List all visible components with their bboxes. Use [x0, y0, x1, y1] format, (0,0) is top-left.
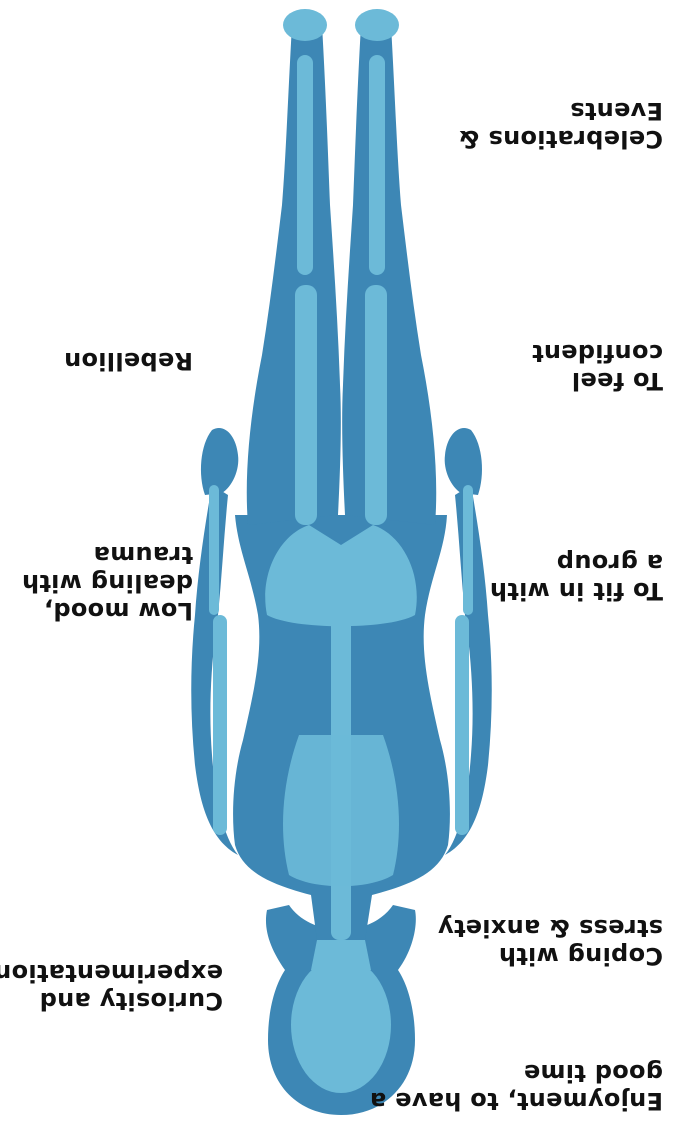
label-confident: To feel confident [463, 339, 663, 395]
label-rebellion: Rebellion [13, 347, 193, 375]
label-low-mood: Low mood, dealing with trauma [13, 541, 193, 625]
label-fit-in: To fit in with a group [443, 549, 663, 605]
label-enjoyment: Enjoyment, to have a good time [333, 1059, 663, 1115]
label-celebrations: Celebrations & Events [443, 97, 663, 153]
label-stress: Coping with stress & anxiety [403, 914, 663, 970]
label-curiosity: Curiosity and experimentation [3, 959, 223, 1015]
